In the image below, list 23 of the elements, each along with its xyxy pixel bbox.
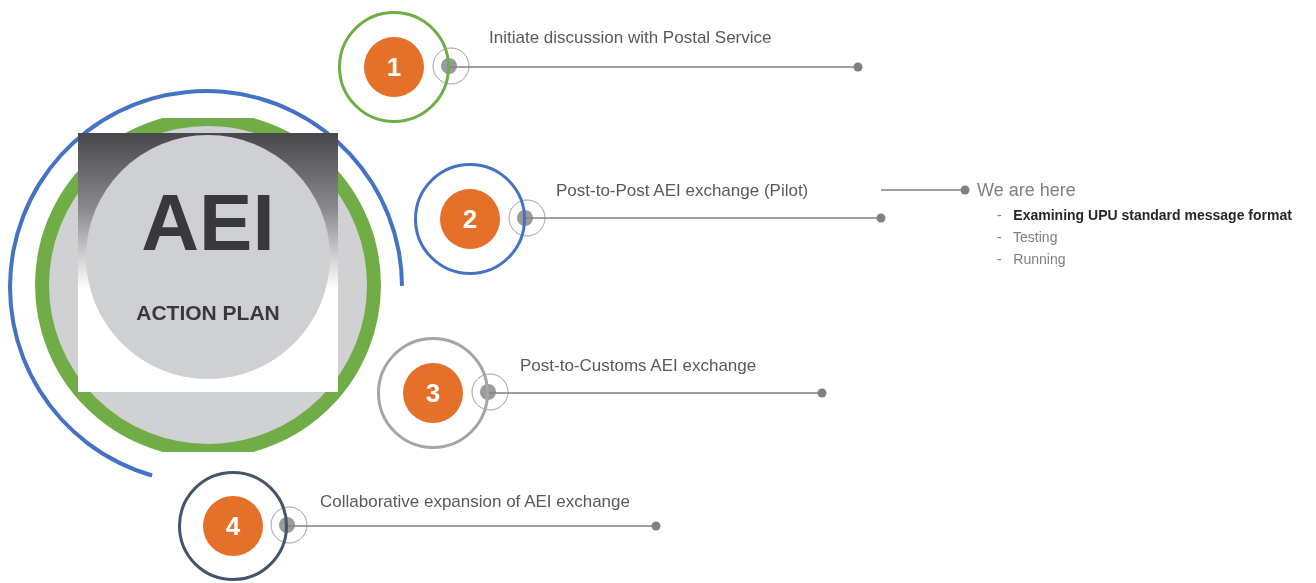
subtitle-text: ACTION PLAN (135, 300, 281, 326)
step-label: Post-to-Post AEI exchange (Pilot) (556, 178, 881, 218)
step-number-badge: 2 (440, 189, 500, 249)
list-item: - Examining UPU standard message format (997, 206, 1293, 225)
connector-line (525, 213, 886, 223)
step-number-badge: 1 (364, 37, 424, 97)
step-label: Post-to-Customs AEI exchange (520, 353, 822, 393)
step-number-badge: 4 (203, 496, 263, 556)
connector-line (449, 62, 863, 72)
step-label: Initiate discussion with Postal Service (489, 25, 858, 67)
list-item: - Running (997, 250, 1067, 269)
title-text: AEI (140, 180, 276, 266)
connector-line (488, 388, 827, 398)
step-number-badge: 3 (403, 363, 463, 423)
connector-line (880, 185, 970, 195)
step-circle (338, 11, 450, 123)
step-circle (377, 337, 489, 449)
list-item: - Testing (997, 228, 1059, 247)
step-label: Collaborative expansion of AEI exchange (320, 489, 656, 526)
step-circle (178, 471, 288, 581)
step-circle (414, 163, 526, 275)
status-note: We are here (977, 179, 1076, 202)
connector-line (287, 521, 661, 531)
